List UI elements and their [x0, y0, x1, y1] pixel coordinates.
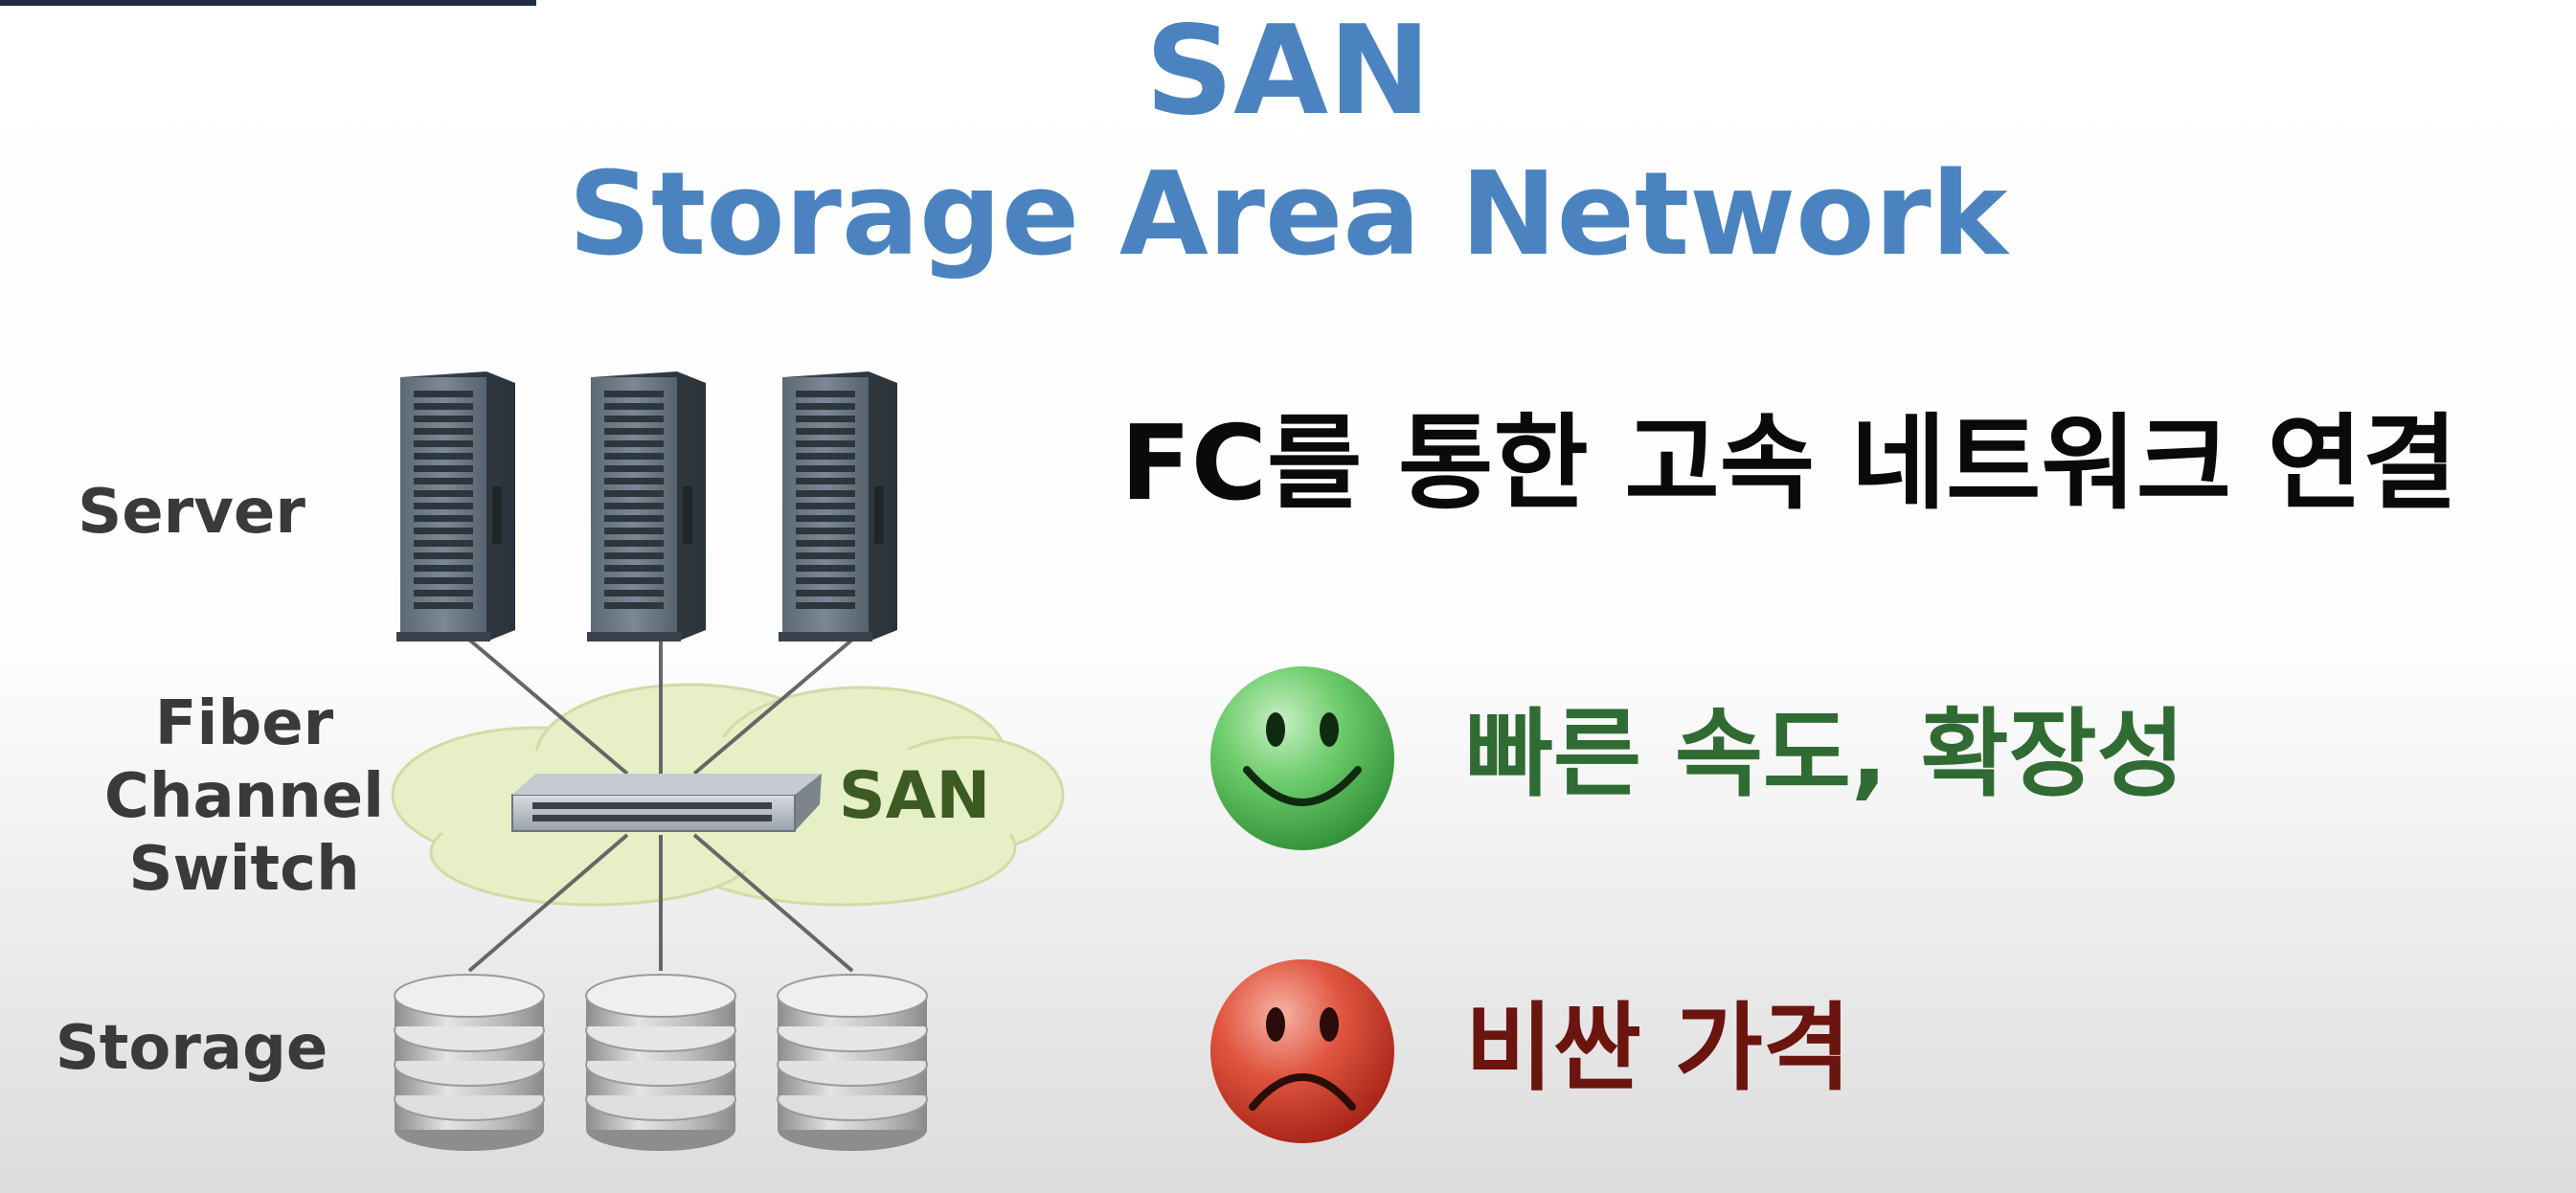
page-subtitle: Storage Area Network	[568, 148, 2008, 281]
pros-text: 빠른 속도, 확장성	[1465, 698, 2185, 810]
frowning-face-icon	[1210, 959, 1394, 1143]
cons-text: 비싼 가격	[1465, 992, 1851, 1104]
server-label: Server	[78, 477, 305, 548]
switch-label-line: Switch	[128, 834, 360, 905]
storage-label: Storage	[55, 1013, 328, 1084]
connector-lines	[467, 638, 854, 973]
top-strip	[0, 0, 536, 6]
storage-disk-stack-icon	[777, 974, 928, 1152]
tower-server-icon	[396, 371, 515, 642]
san-cloud-label: SAN	[838, 758, 991, 834]
page-title: SAN	[1144, 0, 1432, 143]
tower-server-icon	[587, 371, 706, 642]
switch-label: Fiber Channel Switch	[91, 687, 397, 906]
switch-label-line: Channel	[103, 761, 385, 832]
storage-disk-stack-icon	[585, 974, 736, 1152]
headline: FC를 통한 고속 네트워크 연결	[1120, 404, 2458, 524]
smiley-face-icon	[1210, 666, 1394, 850]
switch-label-line: Fiber	[154, 688, 334, 759]
tower-server-icon	[779, 371, 897, 642]
storage-disk-stack-icon	[394, 974, 545, 1152]
network-switch-icon	[511, 774, 822, 832]
